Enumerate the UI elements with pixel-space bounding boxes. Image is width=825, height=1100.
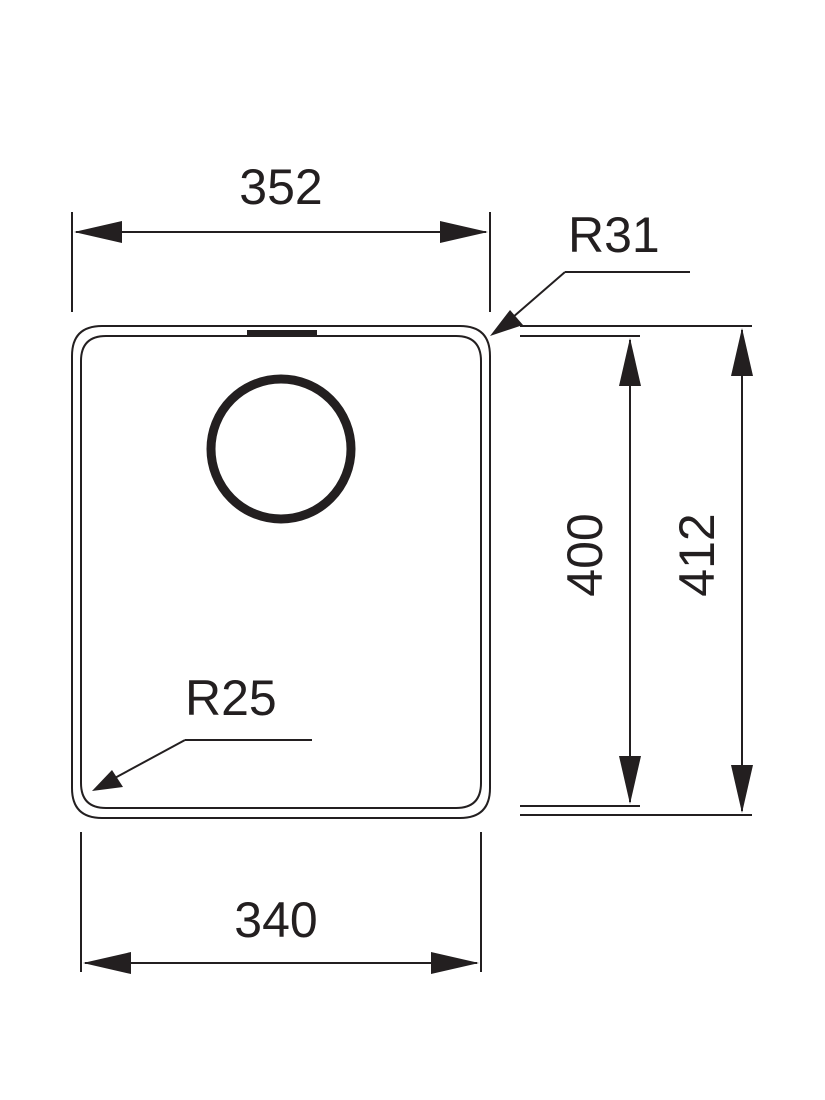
sink-outer-edge bbox=[71, 325, 491, 819]
drain-hole bbox=[206, 374, 356, 524]
overflow-slot bbox=[247, 330, 317, 336]
inner-height-dimension: 400 bbox=[520, 335, 641, 807]
bottom-width-arrow-right bbox=[431, 952, 479, 974]
inner-radius-callout: R25 bbox=[92, 670, 312, 791]
bottom-width-label: 340 bbox=[234, 892, 317, 948]
outer-height-arrow-bottom bbox=[731, 765, 753, 813]
inner-radius-label: R25 bbox=[185, 670, 277, 726]
outer-height-arrow-top bbox=[731, 328, 753, 376]
outer-radius-callout: R31 bbox=[490, 207, 690, 336]
inner-height-arrow-top bbox=[619, 338, 641, 386]
top-width-arrow-right bbox=[440, 221, 488, 243]
sink-inner-edge bbox=[80, 335, 482, 809]
top-width-dimension: 352 bbox=[71, 159, 491, 312]
top-width-arrow-left bbox=[74, 221, 122, 243]
inner-height-label: 400 bbox=[557, 513, 613, 596]
outer-height-dimension: 412 bbox=[520, 325, 753, 816]
bottom-width-arrow-left bbox=[83, 952, 131, 974]
sink-outline bbox=[71, 325, 491, 819]
outer-radius-arrow bbox=[490, 310, 523, 336]
inner-height-arrow-bottom bbox=[619, 756, 641, 804]
bottom-width-dimension: 340 bbox=[80, 832, 482, 974]
inner-radius-arrow bbox=[92, 770, 123, 791]
outer-radius-label: R31 bbox=[568, 207, 660, 263]
outer-height-label: 412 bbox=[669, 513, 725, 596]
top-width-label: 352 bbox=[239, 159, 322, 215]
